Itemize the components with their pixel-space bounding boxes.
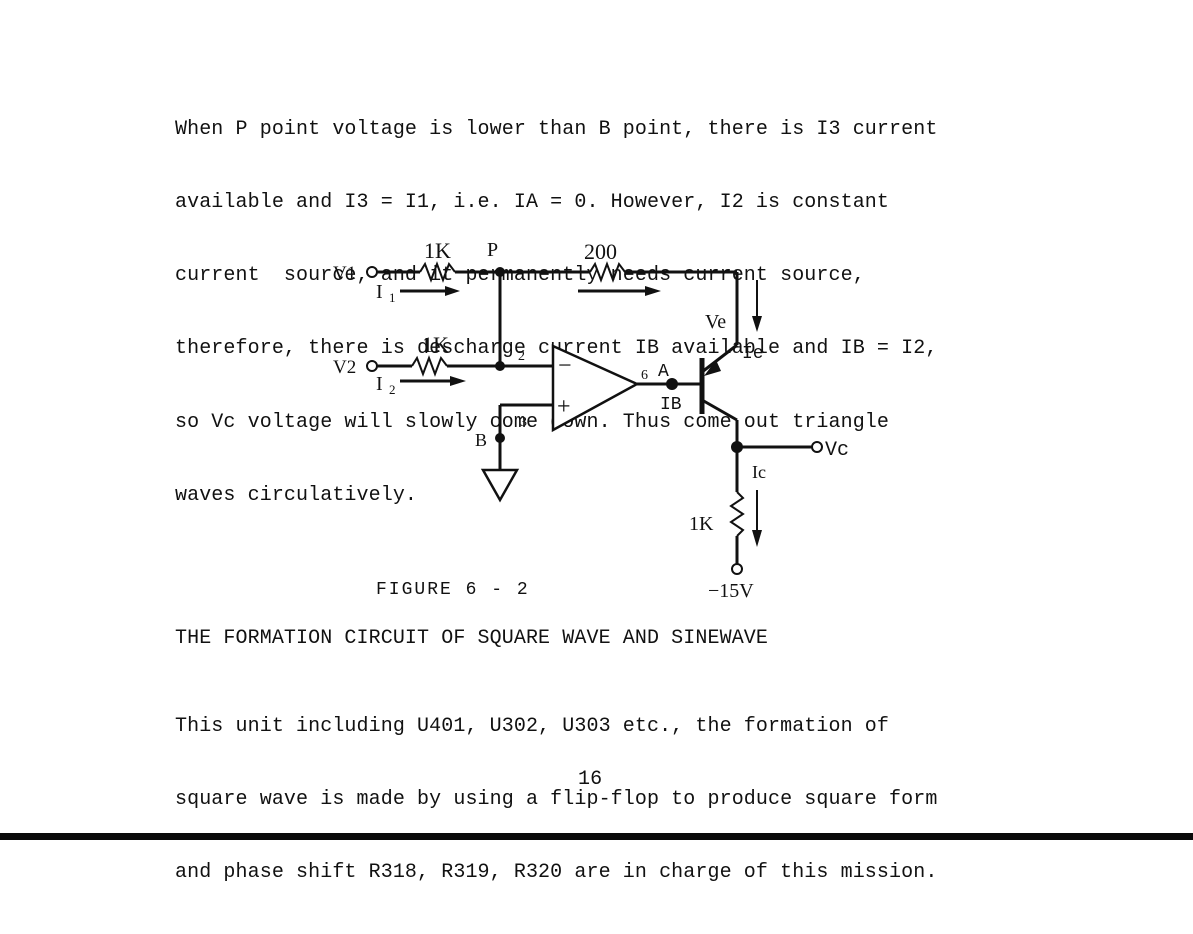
pin6-label: 6 xyxy=(641,368,648,383)
text-line: When P point voltage is lower than B poi… xyxy=(175,117,938,141)
noninverting-input-sign: + xyxy=(557,394,571,420)
inverting-input-sign: − xyxy=(558,353,572,379)
r3-label: 1K xyxy=(689,513,714,535)
ground-symbol xyxy=(480,468,520,503)
text-line: so Vc voltage will slowly come down. Thu… xyxy=(175,410,890,434)
resistor-200 xyxy=(589,261,626,283)
i2-subscript: 2 xyxy=(389,382,396,397)
emitter-arrow xyxy=(704,360,721,376)
i2-label: I xyxy=(376,373,383,395)
scan-border xyxy=(0,833,1193,840)
transistor-emitter xyxy=(701,343,738,374)
circuit-diagram: V1 1K P I 1 200 Ve Ie V2 1K I 2 xyxy=(333,238,849,602)
ib-label: IB xyxy=(660,395,682,415)
arrowhead xyxy=(752,316,762,332)
supply-terminal xyxy=(731,563,743,575)
ve-label: Ve xyxy=(705,311,726,333)
v2-label: V2 xyxy=(333,357,356,378)
text-line: available and I3 = I1, i.e. IA = 0. Howe… xyxy=(175,191,890,215)
b-label: B xyxy=(475,430,487,450)
page-number: 16 xyxy=(578,768,603,791)
transistor-collector xyxy=(701,398,738,422)
i1-label: I xyxy=(376,281,383,303)
text-line: This unit including U401, U302, U303 etc… xyxy=(175,714,890,738)
text-line: square wave is made by using a flip-flop… xyxy=(175,788,938,812)
vc-terminal xyxy=(811,441,823,453)
node-a xyxy=(666,378,678,390)
ie-label: Ie xyxy=(742,344,764,364)
v2-terminal xyxy=(366,360,378,372)
arrowhead xyxy=(445,286,460,296)
arrowhead xyxy=(752,530,762,547)
p-label: P xyxy=(487,239,498,261)
r200-label: 200 xyxy=(584,239,617,264)
text-line: waves circulatively. xyxy=(175,483,418,507)
v1-label: V1 xyxy=(333,263,356,284)
junction-node xyxy=(495,361,505,371)
vc-label: Vc xyxy=(825,439,849,462)
resistor-r1 xyxy=(419,261,456,283)
paragraph-square-wave: This unit including U401, U302, U303 etc… xyxy=(175,666,937,934)
resistor-r3 xyxy=(729,491,745,537)
document-page: When P point voltage is lower than B poi… xyxy=(0,117,1193,884)
section-heading: THE FORMATION CIRCUIT OF SQUARE WAVE AND… xyxy=(175,627,768,650)
i1-subscript: 1 xyxy=(389,290,396,305)
r1-label: 1K xyxy=(424,238,451,263)
arrowhead xyxy=(645,286,661,296)
resistor-r2 xyxy=(411,355,448,377)
node-b xyxy=(495,433,505,443)
pin2-label: 2 xyxy=(518,349,525,364)
v1-terminal xyxy=(366,266,378,278)
figure-caption: FIGURE 6 - 2 xyxy=(376,580,530,600)
op-amp xyxy=(551,344,640,433)
pin3-label: 3 xyxy=(520,415,527,430)
ic-label: Ic xyxy=(752,462,766,482)
text-line: and phase shift R318, R319, R320 are in … xyxy=(175,861,938,885)
supply-label: −15V xyxy=(708,580,754,602)
a-label: A xyxy=(658,362,669,382)
arrowhead xyxy=(450,376,466,386)
r2-label: 1K xyxy=(422,332,449,357)
